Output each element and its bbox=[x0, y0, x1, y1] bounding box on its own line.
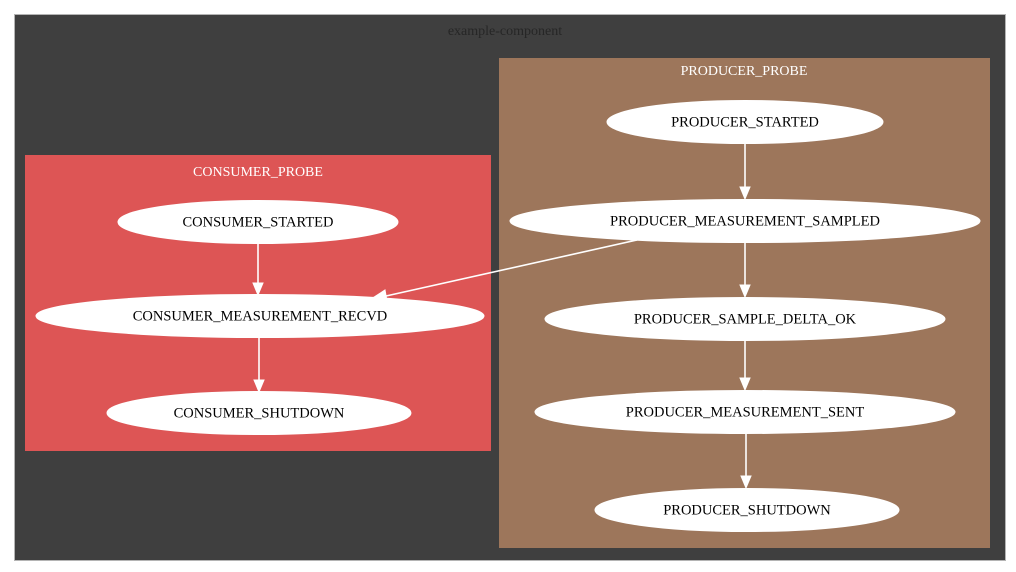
node-label: PRODUCER_STARTED bbox=[671, 114, 819, 130]
node-producer-measurement-sent[interactable]: PRODUCER_MEASUREMENT_SENT bbox=[534, 390, 956, 434]
node-producer-started[interactable]: PRODUCER_STARTED bbox=[606, 100, 884, 144]
graph-title: example-component bbox=[448, 24, 562, 39]
node-producer-sample-delta-ok[interactable]: PRODUCER_SAMPLE_DELTA_OK bbox=[544, 297, 946, 341]
node-producer-shutdown[interactable]: PRODUCER_SHUTDOWN bbox=[594, 488, 900, 532]
node-shape bbox=[35, 294, 485, 338]
node-label: CONSUMER_SHUTDOWN bbox=[174, 405, 345, 421]
node-label: PRODUCER_SHUTDOWN bbox=[663, 502, 831, 518]
arrowhead-icon bbox=[252, 282, 264, 297]
edge-consumer-started-to-recvd[interactable] bbox=[252, 244, 264, 297]
node-shape bbox=[534, 390, 956, 434]
cluster-producer-label: PRODUCER_PROBE bbox=[681, 64, 808, 79]
nodes-layer: CONSUMER_STARTED CONSUMER_MEASUREMENT_RE… bbox=[35, 100, 981, 532]
node-shape bbox=[606, 100, 884, 144]
node-label: PRODUCER_MEASUREMENT_SAMPLED bbox=[610, 213, 880, 229]
edge-producer-delta-ok-to-sent[interactable] bbox=[739, 341, 751, 392]
edge-producer-sent-to-shutdown[interactable] bbox=[740, 434, 752, 490]
edge-consumer-recvd-to-shutdown[interactable] bbox=[253, 338, 265, 394]
node-label: PRODUCER_MEASUREMENT_SENT bbox=[626, 404, 865, 420]
node-consumer-started[interactable]: CONSUMER_STARTED bbox=[117, 200, 399, 244]
arrowhead-icon bbox=[739, 186, 751, 201]
node-shape bbox=[594, 488, 900, 532]
node-shape bbox=[106, 391, 412, 435]
node-shape bbox=[117, 200, 399, 244]
arrowhead-icon bbox=[253, 379, 265, 394]
node-label: PRODUCER_SAMPLE_DELTA_OK bbox=[634, 311, 857, 327]
node-shape bbox=[509, 199, 981, 243]
node-producer-measurement-sampled[interactable]: PRODUCER_MEASUREMENT_SAMPLED bbox=[509, 199, 981, 243]
edges-layer bbox=[252, 144, 752, 490]
arrowhead-icon bbox=[739, 377, 751, 392]
edge-line bbox=[385, 239, 638, 297]
node-consumer-shutdown[interactable]: CONSUMER_SHUTDOWN bbox=[106, 391, 412, 435]
node-consumer-measurement-recvd[interactable]: CONSUMER_MEASUREMENT_RECVD bbox=[35, 294, 485, 338]
cluster-consumer-label: CONSUMER_PROBE bbox=[193, 165, 323, 180]
node-label: CONSUMER_STARTED bbox=[182, 214, 333, 230]
arrowhead-icon bbox=[739, 284, 751, 299]
node-shape bbox=[544, 297, 946, 341]
edge-producer-sampled-to-delta-ok[interactable] bbox=[739, 243, 751, 299]
node-label: CONSUMER_MEASUREMENT_RECVD bbox=[133, 308, 388, 324]
edge-producer-started-to-sampled[interactable] bbox=[739, 144, 751, 201]
arrowhead-icon bbox=[740, 475, 752, 490]
